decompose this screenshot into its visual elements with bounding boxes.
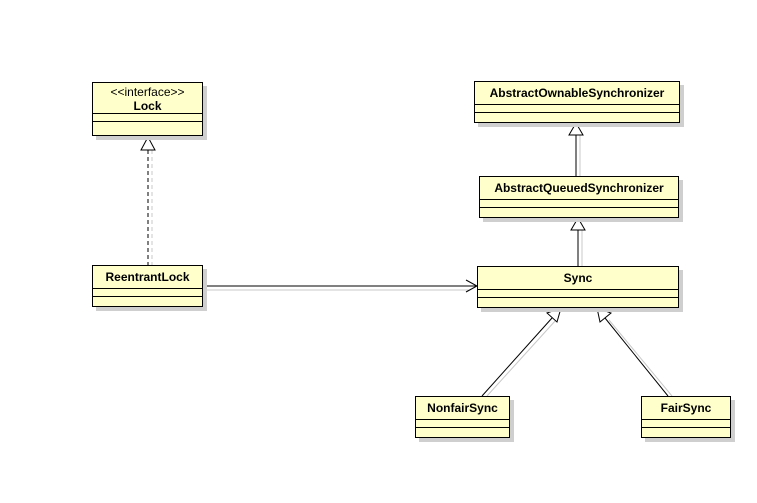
class-lock[interactable]: <<interface>> Lock bbox=[92, 82, 203, 136]
class-aos-operations bbox=[475, 112, 679, 122]
class-aqs-attributes bbox=[480, 199, 678, 207]
class-aqs-operations bbox=[480, 207, 678, 217]
class-lock-name: Lock bbox=[133, 99, 162, 113]
generalization-sync-aqs bbox=[570, 217, 586, 266]
class-sync-attributes bbox=[478, 289, 678, 297]
class-nonfairsync-attributes bbox=[416, 419, 509, 427]
class-abstractqueuedsynchronizer[interactable]: AbstractQueuedSynchronizer bbox=[479, 176, 679, 218]
class-lock-attributes bbox=[93, 113, 202, 121]
class-aqs-name: AbstractQueuedSynchronizer bbox=[494, 181, 664, 195]
class-nonfairsync-name: NonfairSync bbox=[427, 401, 498, 415]
class-aos-attributes bbox=[475, 104, 679, 112]
class-reentrantlock-operations bbox=[93, 296, 202, 306]
class-fairsync-attributes bbox=[642, 419, 730, 427]
class-aos-name: AbstractOwnableSynchronizer bbox=[489, 86, 665, 100]
association-reentrantlock-sync bbox=[203, 279, 479, 293]
realization-reentrantlock-lock bbox=[140, 135, 156, 265]
generalization-fairsync-sync bbox=[596, 307, 673, 397]
class-sync-name: Sync bbox=[563, 271, 593, 285]
class-reentrantlock-attributes bbox=[93, 288, 202, 296]
class-fairsync-operations bbox=[642, 427, 730, 437]
generalization-nonfairsync-sync bbox=[481, 307, 562, 397]
class-nonfairsync[interactable]: NonfairSync bbox=[415, 396, 510, 438]
class-fairsync[interactable]: FairSync bbox=[641, 396, 731, 438]
class-sync[interactable]: Sync bbox=[477, 266, 679, 308]
class-lock-stereotype: <<interface>> bbox=[110, 85, 185, 99]
class-nonfairsync-operations bbox=[416, 427, 509, 437]
class-fairsync-name: FairSync bbox=[660, 401, 712, 415]
class-sync-operations bbox=[478, 297, 678, 307]
class-reentrantlock-name: ReentrantLock bbox=[105, 270, 190, 284]
class-reentrantlock[interactable]: ReentrantLock bbox=[92, 265, 203, 307]
class-lock-operations bbox=[93, 121, 202, 135]
generalization-aqs-aos bbox=[568, 122, 584, 176]
class-abstractownablesynchronizer[interactable]: AbstractOwnableSynchronizer bbox=[474, 81, 680, 123]
